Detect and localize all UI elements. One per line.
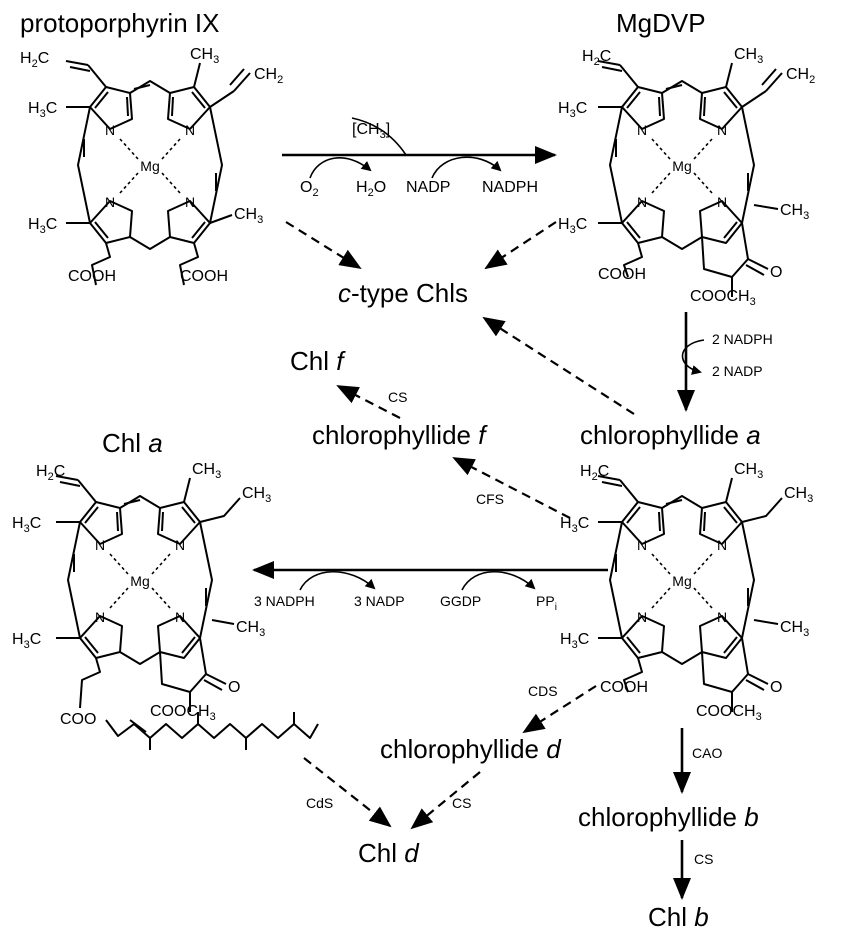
svg-text:COOH: COOH xyxy=(598,266,646,283)
label-enzyme-cs-f: CS xyxy=(388,389,407,405)
svg-text:H2C: H2C xyxy=(580,463,609,483)
svg-text:H3C: H3C xyxy=(560,515,589,535)
svg-text:O: O xyxy=(770,264,782,281)
label-mgdvp: MgDVP xyxy=(616,8,706,38)
label-2-nadph: 2 NADPH xyxy=(712,331,773,347)
label-enzyme-cds-lower: CdS xyxy=(306,795,333,811)
svg-text:CH3: CH3 xyxy=(780,202,809,222)
label-o2: O2 xyxy=(300,179,319,199)
label-c-type-chls: c-type Chls xyxy=(338,278,468,308)
svg-text:CH3: CH3 xyxy=(190,46,219,66)
arrow-protoporphyrin-to-c-type xyxy=(285,221,362,270)
label-chlorophyllide-f: chlorophyllide f xyxy=(312,420,488,450)
reaction-mg-chelation-methylation: [CH3] O2 H2O NADP NADPH xyxy=(282,117,557,199)
label-methyl-donor: [CH3] xyxy=(352,121,390,141)
label-protoporphyrin-ix: protoporphyrin IX xyxy=(20,8,219,38)
svg-text:O: O xyxy=(770,679,782,696)
svg-text:CH3: CH3 xyxy=(192,461,221,481)
label-enzyme-cds: CDS xyxy=(528,683,558,699)
arrow-chlide-a-to-chlide-f xyxy=(452,457,571,519)
svg-text:CH2: CH2 xyxy=(786,66,815,86)
label-nadp: NADP xyxy=(406,179,450,196)
svg-text:CH3: CH3 xyxy=(784,485,813,505)
reaction-chlide-a-to-chl-a: 3 NADPH 3 NADP GGDP PPi xyxy=(252,561,608,613)
arrow-chlide-f-to-chl-f xyxy=(336,385,401,419)
arrow-chl-a-to-chl-d xyxy=(303,757,392,828)
label-chlorophyllide-b: chlorophyllide b xyxy=(578,802,759,832)
svg-text:COO: COO xyxy=(60,711,96,728)
svg-text:CH2: CH2 xyxy=(254,66,283,86)
svg-text:COOH: COOH xyxy=(600,679,648,696)
label-chlorophyllide-a: chlorophyllide a xyxy=(580,420,761,450)
svg-text:O: O xyxy=(228,679,240,696)
arrow-mgdvp-to-c-type xyxy=(484,221,557,270)
svg-text:H3C: H3C xyxy=(560,631,589,651)
arrow-chlide-a-to-c-type xyxy=(482,316,635,415)
reaction-chlide-b-to-chl-b: CS xyxy=(673,840,713,900)
svg-text:COOCH3: COOCH3 xyxy=(150,703,216,723)
label-enzyme-cao: CAO xyxy=(692,745,722,761)
svg-text:H3C: H3C xyxy=(28,100,57,120)
svg-text:COOH: COOH xyxy=(68,268,116,285)
svg-text:H2C: H2C xyxy=(36,463,65,483)
label-2-nadp: 2 NADP xyxy=(712,363,763,379)
svg-text:CH3: CH3 xyxy=(236,619,265,639)
svg-text:CH3: CH3 xyxy=(734,461,763,481)
svg-text:CH3: CH3 xyxy=(234,206,263,226)
svg-text:H2C: H2C xyxy=(582,48,611,68)
label-chl-d: Chl d xyxy=(358,838,420,868)
svg-text:CH3: CH3 xyxy=(242,485,271,505)
label-chl-a: Chl a xyxy=(102,428,163,458)
label-nadph: NADPH xyxy=(482,179,538,196)
structure-chl-a: H2C CH3 CH3 H3C H3C CH3 COO O COOCH3 xyxy=(12,461,319,750)
structure-protoporphyrin-ix: H2C CH3 CH2 H3C H3C CH3 COOH COOH xyxy=(20,46,283,286)
svg-text:COOH: COOH xyxy=(180,268,228,285)
svg-text:CH3: CH3 xyxy=(734,46,763,66)
svg-text:H3C: H3C xyxy=(28,216,57,236)
label-enzyme-cfs: CFS xyxy=(476,491,504,507)
svg-text:COOCH3: COOCH3 xyxy=(690,288,756,308)
svg-text:H3C: H3C xyxy=(12,515,41,535)
structure-mgdvp: H2C CH3 CH2 H3C H3C CH3 COOH O COOCH3 xyxy=(558,46,815,308)
label-chl-b: Chl b xyxy=(648,902,709,932)
svg-text:H3C: H3C xyxy=(12,631,41,651)
label-h2o: H2O xyxy=(356,179,386,199)
reaction-chlide-a-to-chlide-b: CAO xyxy=(673,728,722,794)
label-ggdp: GGDP xyxy=(440,593,481,609)
svg-text:H3C: H3C xyxy=(558,100,587,120)
label-chl-f: Chl f xyxy=(290,346,346,376)
label-chlorophyllide-d: chlorophyllide d xyxy=(380,734,562,764)
label-3-nadp: 3 NADP xyxy=(354,593,405,609)
svg-text:H3C: H3C xyxy=(558,216,587,236)
svg-text:CH3: CH3 xyxy=(780,619,809,639)
reaction-mgdvp-to-chlorophyllide-a: 2 NADPH 2 NADP xyxy=(677,312,773,412)
structure-chlorophyllide-a: H2C CH3 CH3 H3C H3C CH3 COOH O COOCH3 xyxy=(560,461,813,723)
svg-text:H2C: H2C xyxy=(20,50,49,70)
label-ppi: PPi xyxy=(536,593,557,613)
label-3-nadph: 3 NADPH xyxy=(254,593,315,609)
label-enzyme-cs-d: CS xyxy=(452,795,471,811)
label-enzyme-cs-b: CS xyxy=(694,851,713,867)
svg-text:COOCH3: COOCH3 xyxy=(696,703,762,723)
